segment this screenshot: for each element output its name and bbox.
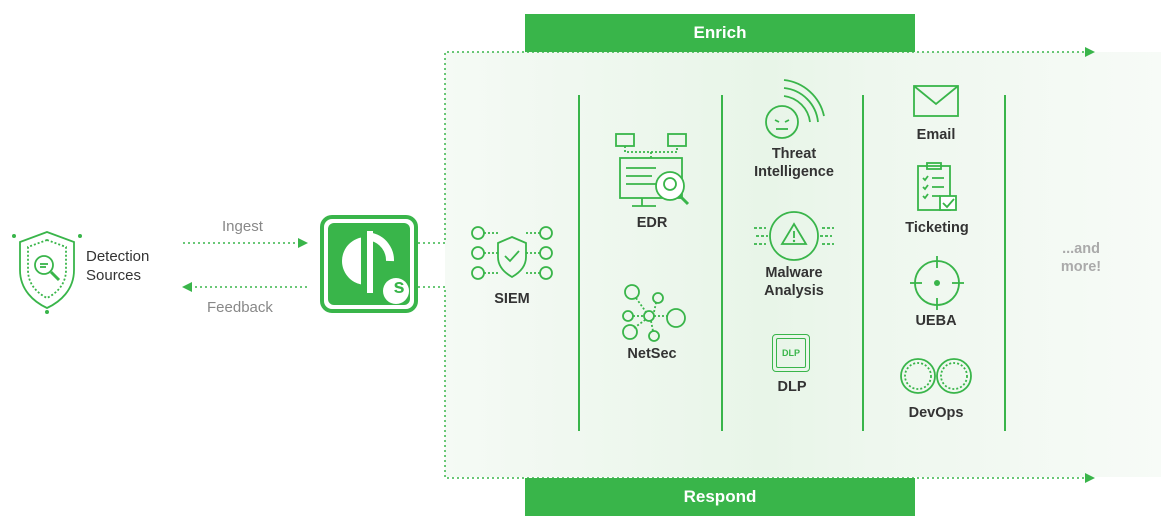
edr-icon: [615, 133, 690, 207]
netsec-label: NetSec: [627, 346, 677, 362]
feedback-arrowhead: [182, 282, 192, 292]
logo-icon: [320, 215, 418, 313]
ingest-arrowhead: [298, 238, 308, 248]
devops-label: DevOps: [908, 405, 964, 421]
enrich-banner: Enrich: [525, 14, 915, 52]
respond-arrowhead: [1085, 473, 1095, 483]
separator-3: [862, 95, 864, 431]
and-more-label: ...and more!: [1060, 241, 1102, 275]
detection-shield-icon: [12, 231, 82, 314]
ueba-label: UEBA: [915, 313, 957, 329]
malware-analysis-icon: [754, 211, 834, 261]
devops-icon: [900, 358, 972, 394]
feedback-label: Feedback: [207, 299, 273, 316]
email-label: Email: [916, 127, 956, 143]
dlp-icon-text: DLP: [776, 338, 806, 368]
ticketing-icon: [917, 162, 957, 211]
threat-intel-label: Threat Intelligence: [754, 146, 834, 180]
enrich-arrowhead: [1085, 47, 1095, 57]
email-icon: [913, 85, 959, 117]
edr-label: EDR: [636, 215, 668, 231]
dlp-label: DLP: [777, 379, 807, 395]
ueba-icon: [910, 256, 964, 310]
separator-2: [721, 95, 723, 431]
netsec-icon: [622, 284, 686, 342]
respond-banner: Respond: [525, 478, 915, 516]
threat-intel-icon: [765, 79, 825, 139]
ingest-label: Ingest: [222, 218, 263, 235]
siem-icon: [471, 226, 553, 280]
integrations-panel: [445, 52, 1161, 477]
logo-letter: s: [393, 276, 405, 298]
detection-sources-label: Detection Sources: [86, 248, 150, 284]
malware-analysis-label: Malware Analysis: [764, 265, 824, 299]
dlp-icon: DLP: [772, 334, 810, 372]
siem-label: SIEM: [494, 291, 530, 307]
ticketing-label: Ticketing: [905, 220, 969, 236]
separator-1: [578, 95, 580, 431]
separator-4: [1004, 95, 1006, 431]
